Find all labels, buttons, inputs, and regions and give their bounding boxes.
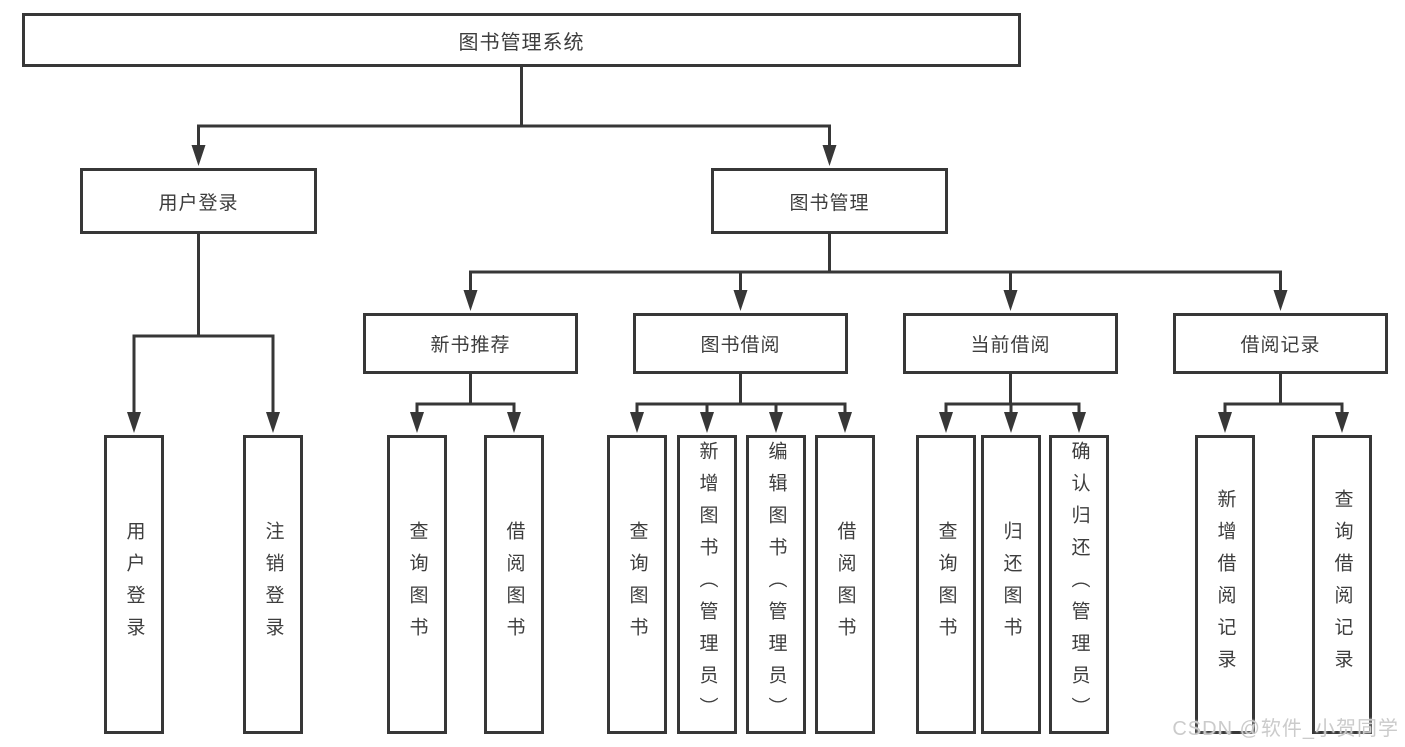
node-book-borrow-label: 图书借阅 [700, 335, 781, 356]
arrow-to-bb [733, 290, 748, 311]
node-new-book-recommend-label: 新书推荐 [430, 335, 511, 356]
arrow-bb-1 [630, 412, 644, 433]
leaf-cb-return-books-label: 归还图书 [1000, 520, 1022, 649]
leaf-br-add-record: 新增借阅记录 [1195, 435, 1255, 734]
leaf-user-login: 用户登录 [104, 435, 164, 734]
leaf-bb-edit-book-admin-label: 编辑图书（管理员） [765, 440, 787, 729]
leaf-logout: 注销登录 [243, 435, 303, 734]
arrow-to-br [1273, 290, 1288, 311]
arrow-to-leaf-user-login [127, 412, 141, 433]
arrow-nbr-1 [410, 412, 424, 433]
node-book-management: 图书管理 [711, 168, 948, 234]
leaf-cb-query-books: 查询图书 [916, 435, 976, 734]
arrow-cb-3 [1072, 412, 1086, 433]
leaf-br-add-record-label: 新增借阅记录 [1214, 488, 1236, 681]
leaf-bb-add-book-admin: 新增图书（管理员） [677, 435, 737, 734]
arrow-nbr-2 [507, 412, 521, 433]
csdn-watermark: CSDN @软件_小贺同学 [1172, 718, 1399, 740]
leaf-br-query-record: 查询借阅记录 [1312, 435, 1372, 734]
arrow-bb-4 [838, 412, 852, 433]
leaf-nbr-borrow-books: 借阅图书 [484, 435, 544, 734]
leaf-logout-label: 注销登录 [262, 520, 284, 649]
leaf-bb-query-books: 查询图书 [607, 435, 667, 734]
node-user-login: 用户登录 [80, 168, 317, 234]
node-root: 图书管理系统 [22, 13, 1021, 67]
leaf-cb-query-books-label: 查询图书 [935, 520, 957, 649]
arrow-to-user-login [191, 145, 206, 166]
node-current-borrow: 当前借阅 [903, 313, 1118, 374]
leaf-bb-query-books-label: 查询图书 [626, 520, 648, 649]
arrow-cb-2 [1004, 412, 1018, 433]
leaf-nbr-query-books: 查询图书 [387, 435, 447, 734]
leaf-bb-borrow-books: 借阅图书 [815, 435, 875, 734]
leaf-nbr-borrow-books-label: 借阅图书 [503, 520, 525, 649]
node-current-borrow-label: 当前借阅 [970, 335, 1051, 356]
arrow-to-cb [1003, 290, 1018, 311]
leaf-bb-edit-book-admin: 编辑图书（管理员） [746, 435, 806, 734]
leaf-user-login-label: 用户登录 [123, 520, 145, 649]
leaf-cb-confirm-return-admin: 确认归还（管理员） [1049, 435, 1109, 734]
leaf-cb-return-books: 归还图书 [981, 435, 1041, 734]
arrowheads [127, 145, 1349, 433]
arrow-to-nbr [463, 290, 478, 311]
arrow-bb-3 [769, 412, 783, 433]
leaf-br-query-record-label: 查询借阅记录 [1331, 488, 1353, 681]
arrow-br-1 [1218, 412, 1232, 433]
node-book-borrow: 图书借阅 [633, 313, 848, 374]
arrow-cb-1 [939, 412, 953, 433]
leaf-cb-confirm-return-admin-label: 确认归还（管理员） [1068, 440, 1090, 729]
leaf-bb-borrow-books-label: 借阅图书 [834, 520, 856, 649]
arrow-to-book-mgmt [822, 145, 837, 166]
leaf-bb-add-book-admin-label: 新增图书（管理员） [696, 440, 718, 729]
node-borrow-records: 借阅记录 [1173, 313, 1388, 374]
arrow-to-leaf-logout [266, 412, 280, 433]
node-borrow-records-label: 借阅记录 [1240, 335, 1321, 356]
leaf-nbr-query-books-label: 查询图书 [406, 520, 428, 649]
arrow-bb-2 [700, 412, 714, 433]
node-root-label: 图书管理系统 [458, 31, 585, 54]
node-new-book-recommend: 新书推荐 [363, 313, 578, 374]
node-user-login-label: 用户登录 [158, 192, 239, 214]
arrow-br-2 [1335, 412, 1349, 433]
node-book-management-label: 图书管理 [789, 192, 870, 214]
